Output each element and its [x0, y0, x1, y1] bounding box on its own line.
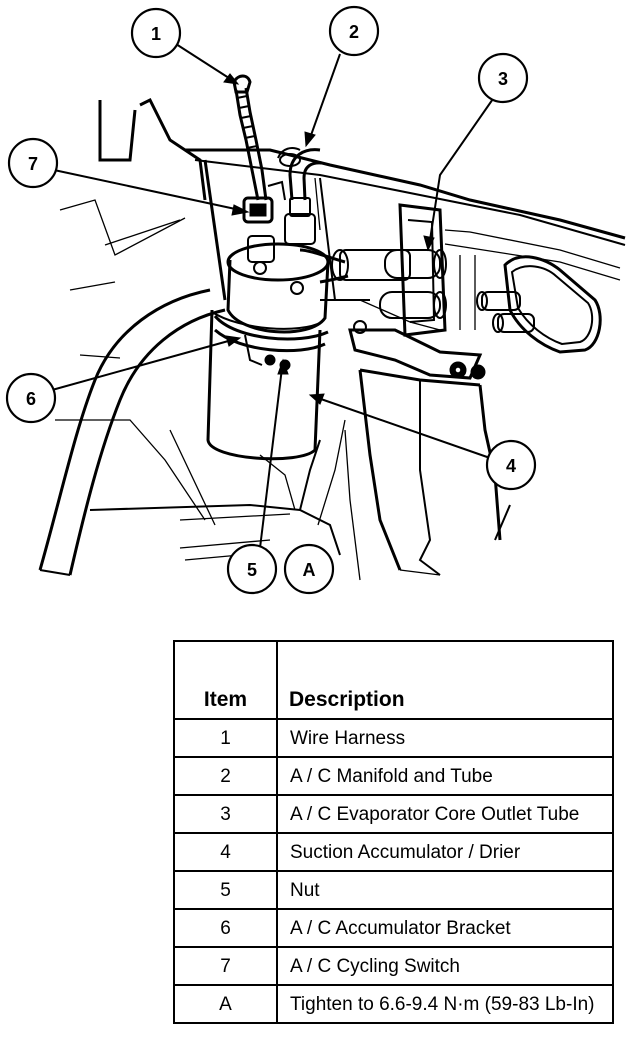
suction-accumulator-drier [206, 197, 370, 461]
callout-4: 4 [485, 439, 537, 491]
legend-item: 7 [173, 946, 278, 986]
callout-2-label: 2 [349, 22, 359, 42]
legend-description: Suction Accumulator / Drier [276, 832, 614, 872]
callout-a: A [283, 543, 335, 595]
callout-3: 3 [477, 52, 529, 104]
legend-description: Nut [276, 870, 614, 910]
legend-header-row: Item Description [173, 640, 614, 720]
callout-7: 7 [7, 137, 59, 189]
legend-table: Item Description 1 Wire Harness 2 A / C … [173, 640, 614, 1024]
legend-description: A / C Accumulator Bracket [276, 908, 614, 948]
callout-4-label: 4 [506, 456, 516, 476]
legend-description: A / C Evaporator Core Outlet Tube [276, 794, 614, 834]
callout-a-label: A [303, 560, 316, 580]
ac-manifold-tube [277, 147, 323, 201]
legend-row: 6 A / C Accumulator Bracket [173, 908, 614, 948]
callout-6-label: 6 [26, 389, 36, 409]
legend-item: 5 [173, 870, 278, 910]
legend-header-description: Description [276, 640, 614, 720]
vehicle-structure [38, 97, 626, 581]
legend-row: 5 Nut [173, 870, 614, 910]
legend-item: 1 [173, 718, 278, 758]
legend-item: 6 [173, 908, 278, 948]
legend-description: A / C Cycling Switch [276, 946, 614, 986]
legend-row: 1 Wire Harness [173, 718, 614, 758]
callout-2: 2 [328, 5, 380, 57]
legend-item: A [173, 984, 278, 1024]
evaporator-outlet-tube-fittings [331, 203, 602, 380]
callout-1-label: 1 [151, 24, 161, 44]
callout-7-label: 7 [28, 154, 38, 174]
callout-5: 5 [226, 543, 278, 595]
leader-lines [51, 43, 496, 549]
legend-row: 4 Suction Accumulator / Drier [173, 832, 614, 872]
callout-1: 1 [130, 7, 182, 59]
legend-row: 2 A / C Manifold and Tube [173, 756, 614, 796]
legend-description: Wire Harness [276, 718, 614, 758]
legend-header-item: Item [173, 640, 278, 720]
legend-description: A / C Manifold and Tube [276, 756, 614, 796]
legend-row: 3 A / C Evaporator Core Outlet Tube [173, 794, 614, 834]
legend-description: Tighten to 6.6-9.4 N·m (59-83 Lb-In) [276, 984, 614, 1024]
callout-3-label: 3 [498, 69, 508, 89]
callout-6: 6 [5, 372, 57, 424]
legend-item: 3 [173, 794, 278, 834]
legend-item: 2 [173, 756, 278, 796]
legend-row: A Tighten to 6.6-9.4 N·m (59-83 Lb-In) [173, 984, 614, 1024]
callout-5-label: 5 [247, 560, 257, 580]
legend-row: 7 A / C Cycling Switch [173, 946, 614, 986]
legend-item: 4 [173, 832, 278, 872]
accumulator-installation-illustration: 1 2 3 7 6 4 5 A [5, 5, 626, 595]
